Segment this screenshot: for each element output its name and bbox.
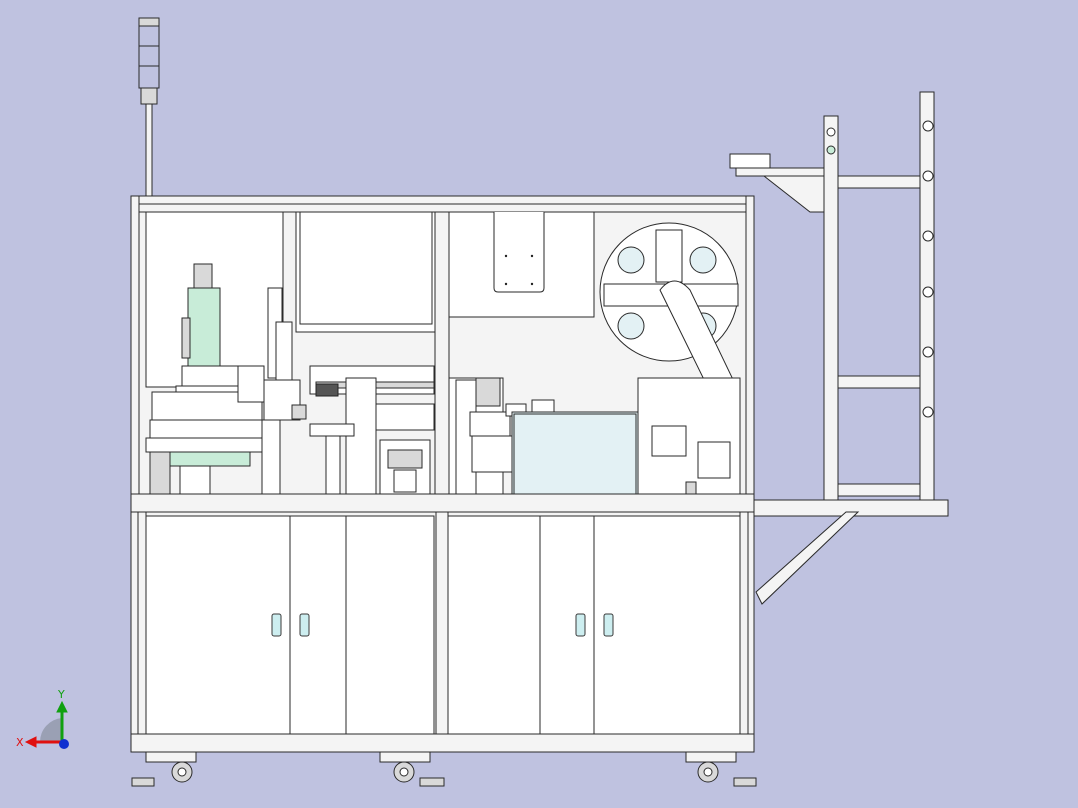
door-handle: [271, 613, 282, 637]
cabinet-door-1: [145, 515, 291, 735]
label-reel-unit: [599, 222, 741, 495]
right-upper-frame: [729, 91, 935, 501]
stack-light: [138, 17, 160, 197]
door-handle: [299, 613, 310, 637]
left-actuator: [145, 263, 307, 495]
door-handle: [575, 613, 586, 637]
axis-triad: Y X: [16, 688, 69, 749]
cabinet-door-4: [593, 515, 741, 735]
worktable: [130, 493, 949, 605]
y-axis-label: Y: [57, 688, 65, 701]
casters: [131, 751, 757, 787]
center-conveyor: [309, 365, 435, 495]
x-axis-label: X: [16, 736, 24, 749]
lower-cabinet: [130, 511, 755, 753]
door-handle: [603, 613, 614, 637]
label-box: [511, 411, 641, 497]
center-right-mechanism: [448, 377, 555, 495]
